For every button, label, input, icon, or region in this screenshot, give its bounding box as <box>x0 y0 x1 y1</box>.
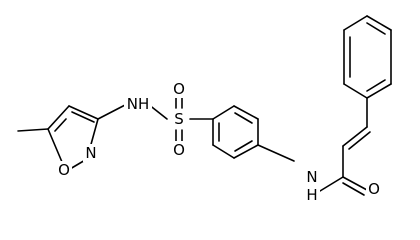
ring-bond-o-c5 <box>47 128 63 163</box>
ring-nitrogen-bg <box>83 144 99 162</box>
ring-bond-c4-c3-double <box>71 111 95 123</box>
amide-nitrogen-label: N <box>306 168 317 186</box>
ring-bond-c5-c4 <box>47 105 70 130</box>
carbonyl-bonds <box>342 176 368 196</box>
phenyl-inner-bond-c <box>366 79 386 92</box>
carbonyl-c-o-bond-2 <box>342 182 365 196</box>
benzene-inner-bond-b <box>234 140 253 152</box>
benzene-bond-5 <box>212 144 235 159</box>
sulfonyl-oxygen-top-label: O <box>173 80 185 98</box>
sulfonyl-oxygen-bottom-bg <box>171 141 187 159</box>
ring-nitrogen-label: N <box>85 144 96 162</box>
phenyl-bond-4 <box>366 15 392 31</box>
sulfur-bg <box>171 110 187 128</box>
sulfonyl-oxygen-bottom-label: O <box>173 141 185 159</box>
phenyl-bond-1 <box>343 83 368 99</box>
alkene-chain <box>342 97 371 178</box>
benzene-bond-4 <box>233 144 259 159</box>
ring-oxygen-label: O <box>58 161 70 179</box>
amide-hydrogen-bg <box>304 186 320 204</box>
ring-bond-c3-n <box>89 118 99 149</box>
atom-labels: O N NH S O O N H O <box>56 80 382 204</box>
amide-nitrogen-bg <box>304 168 320 186</box>
sulfonyl-oxygen-top-bg <box>171 80 187 98</box>
carbonyl-c-o-bond-1 <box>342 176 368 191</box>
ring-bond-c5-c4-double <box>54 118 67 132</box>
chemical-structure-svg: O N NH S O O N H O <box>17 15 392 204</box>
phenyl-bond-6 <box>366 83 392 99</box>
sulfonyl-bonds <box>175 96 183 142</box>
benzene-bond-1 <box>212 105 235 120</box>
alkene-inner-bond <box>348 131 371 150</box>
benzene-inner-bond-a <box>234 112 253 124</box>
carbonyl-oxygen-label: O <box>368 180 380 198</box>
ring-oxygen-bg <box>56 161 72 179</box>
phenyl-bond-3 <box>343 15 368 31</box>
amide-hydrogen-label: H <box>306 186 317 204</box>
methyl-bond <box>17 128 49 132</box>
bond-c3-nh <box>97 103 128 120</box>
ring-bond-c4-c3 <box>68 105 99 120</box>
bond-aryl-nh <box>257 144 295 162</box>
carbonyl-oxygen-bg <box>366 180 382 198</box>
sulfonamide-nh-bg <box>124 95 152 113</box>
phenyl-ring <box>343 15 392 99</box>
phenyl-inner-bond-b <box>366 22 386 35</box>
sulfur-label: S <box>174 110 184 128</box>
alkene-bond <box>342 126 368 147</box>
benzene-bond-2 <box>233 105 259 120</box>
sulfonamide-nh-label: NH <box>127 95 150 113</box>
molecule-structure-diagram: O N NH S O O N H O <box>17 15 392 204</box>
phenylene-ring <box>212 105 259 159</box>
bond-nh-carbonyl <box>319 176 344 192</box>
